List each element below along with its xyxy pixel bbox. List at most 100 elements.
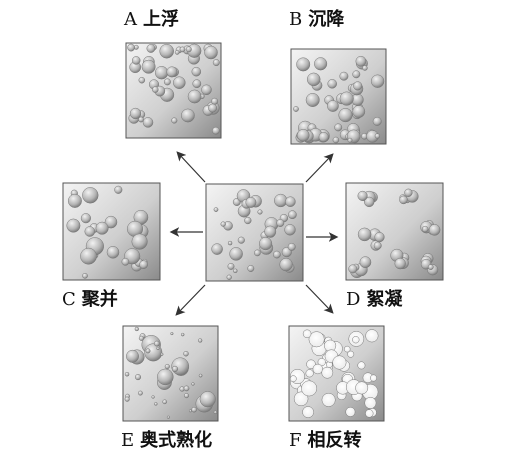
panel-a-droplet: [212, 126, 220, 135]
center-droplet: [288, 210, 297, 220]
panel-b-droplet: [352, 105, 366, 118]
center-droplet: [279, 257, 293, 272]
panel-a-droplet: [163, 78, 171, 86]
panel-a-droplet: [185, 46, 192, 53]
panel-e-droplet: [183, 350, 189, 357]
panel-f-droplet: [332, 355, 347, 370]
label-a-letter: A: [124, 9, 137, 30]
panel-e-droplet: [170, 332, 174, 336]
panel-e-droplet: [183, 393, 190, 399]
panel-b-droplet: [318, 132, 329, 143]
panel-d-droplet: [364, 196, 375, 208]
label-d-letter: D: [346, 289, 361, 310]
center-droplet: [226, 274, 232, 280]
panel-f-droplet: [321, 366, 334, 379]
center-panel-droplets: [211, 189, 297, 280]
panel-a-droplet: [191, 66, 202, 77]
panel-b-droplet: [332, 136, 340, 144]
panel-d-droplet: [394, 257, 406, 270]
label-d-term: 絮凝: [366, 289, 403, 310]
panel-c-droplet: [82, 272, 88, 279]
panel-f-droplet: [289, 375, 297, 383]
center-droplet: [276, 219, 285, 227]
panel-f-droplet: [312, 363, 323, 375]
panel-b-droplet: [362, 65, 368, 71]
panel-a-droplet: [159, 43, 174, 59]
panel-e-droplet: [198, 373, 203, 378]
label-c-term: 聚并: [81, 289, 118, 310]
panel-b-droplet: [352, 70, 361, 79]
center-droplet: [284, 224, 296, 236]
panel-a-droplet: [138, 76, 146, 84]
panel-f-droplet: [365, 409, 374, 418]
panel-d-droplet: [428, 224, 441, 236]
panel-c-droplet: [106, 246, 120, 259]
panel-a-droplet: [166, 66, 178, 78]
center-droplet: [244, 216, 252, 225]
arrow-to-a: [176, 151, 206, 183]
label-f-term: 相反转: [307, 430, 362, 451]
panel-a-droplet: [174, 50, 180, 55]
panel-e-droplet: [137, 390, 143, 396]
panel-a-droplets: [127, 43, 220, 135]
panel-d-droplet: [357, 190, 368, 201]
panel-f-droplet: [321, 392, 336, 407]
panel-a-droplet: [129, 107, 142, 120]
panel-e-droplet: [156, 346, 160, 351]
center-droplet: [227, 262, 235, 270]
panel-e-droplet: [171, 365, 179, 372]
panel-e-droplet: [153, 340, 160, 347]
panel-c-droplets: [66, 185, 149, 279]
panel-a-droplet: [211, 97, 219, 105]
panel-a-droplet: [131, 56, 141, 65]
center-droplet: [264, 225, 277, 238]
center-droplet: [229, 247, 243, 261]
panel-e-droplet: [188, 409, 192, 413]
panel-a-droplet: [204, 45, 218, 60]
panel-d-droplet: [404, 188, 413, 197]
panel-e-droplet: [154, 402, 158, 406]
panel-f-droplet: [364, 396, 377, 409]
panel-a-droplet: [208, 103, 218, 113]
panel-e-droplet: [164, 363, 170, 370]
panel-a-droplet: [179, 46, 186, 53]
center-droplet: [285, 196, 296, 207]
panel-e-droplet: [191, 406, 197, 413]
panel-e-droplet: [160, 352, 164, 356]
panel-f-droplet: [302, 406, 314, 418]
panel-f-droplet: [343, 345, 351, 353]
panel-d-droplet: [357, 227, 372, 242]
center-droplet: [257, 209, 263, 215]
panel-e-droplet: [199, 391, 216, 408]
panel-d-droplet: [374, 232, 385, 243]
label-e-letter: E: [121, 430, 135, 451]
panel-e-droplet: [157, 368, 174, 386]
panel-b-droplet: [293, 106, 299, 112]
panel-b-droplet: [338, 108, 353, 123]
panel-b-droplet: [296, 57, 311, 72]
center-droplet: [274, 193, 288, 208]
panel-a-droplet: [187, 89, 202, 104]
panel-a-droplet: [146, 44, 156, 53]
panel-e-droplet: [166, 415, 170, 419]
panel-b-droplet: [339, 71, 349, 81]
panel-a-droplet: [201, 84, 212, 96]
panel-e-droplet: [191, 382, 195, 386]
panel-b-droplet: [314, 57, 328, 71]
panel-b-droplet: [353, 81, 363, 91]
panel-e-droplet: [124, 371, 130, 377]
panel-e-droplet: [162, 399, 168, 405]
panel-a-droplet: [173, 76, 186, 89]
label-a-term: 上浮: [143, 9, 179, 30]
panel-a-droplet: [142, 117, 154, 128]
panel-f-droplet: [293, 391, 309, 407]
panel-b-droplet: [339, 91, 354, 106]
label-f-letter: F: [289, 430, 302, 451]
panel-f-droplet: [301, 380, 318, 397]
panel-c-droplet: [104, 215, 118, 229]
